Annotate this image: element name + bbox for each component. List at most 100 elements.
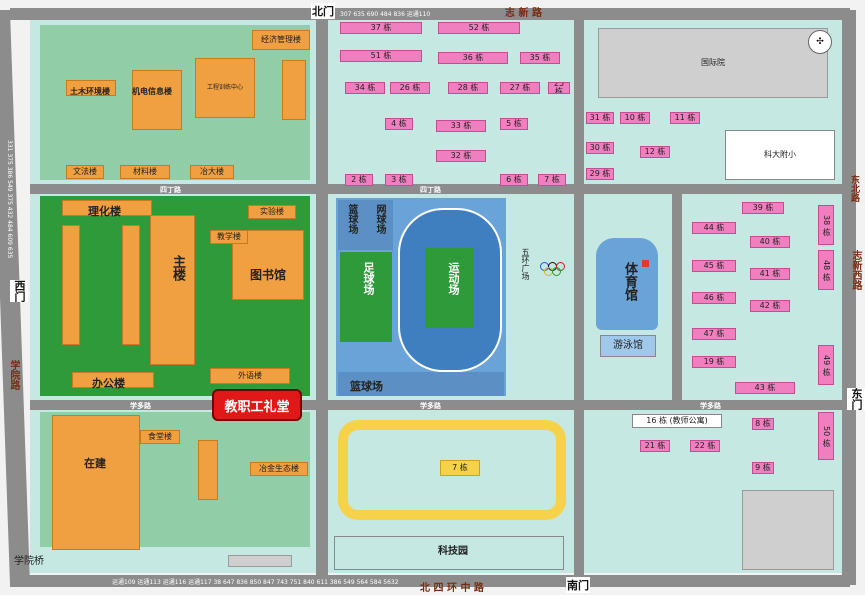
dorm-50: 50 栋 bbox=[818, 412, 834, 460]
zai-jian-area bbox=[52, 415, 140, 550]
dorm-37: 37 栋 bbox=[340, 22, 422, 34]
apartment-16: 16 栋 (教师公寓) bbox=[632, 414, 722, 428]
dorm-44: 44 栋 bbox=[692, 222, 736, 234]
road-label-xueduo-3: 学多路 bbox=[700, 402, 721, 410]
dorm-25: 25 栋 bbox=[548, 82, 570, 94]
dorm-7: 7 栋 bbox=[538, 174, 566, 186]
road-label-inner-1: 四丁路 bbox=[160, 186, 181, 194]
dorm-52: 52 栋 bbox=[438, 22, 520, 34]
dorm-34: 34 栋 bbox=[345, 82, 385, 94]
label-basketball-top: 篮球场 bbox=[346, 204, 357, 234]
dorm-26: 26 栋 bbox=[390, 82, 430, 94]
dorm-29: 29 栋 bbox=[586, 168, 614, 180]
gate-east: 东门 bbox=[847, 388, 865, 410]
sw-block bbox=[198, 440, 218, 500]
dorm-41: 41 栋 bbox=[750, 268, 790, 280]
waiyu-building: 外语楼 bbox=[210, 368, 290, 384]
dorm-north-building: 实验楼 bbox=[248, 205, 296, 219]
dorm-21: 21 栋 bbox=[640, 440, 670, 452]
label-football: 足球场 bbox=[362, 262, 375, 295]
dorm-5: 5 栋 bbox=[500, 118, 528, 130]
keda-school: 科大附小 bbox=[725, 130, 835, 180]
nw-tower bbox=[282, 60, 306, 120]
dorm-38: 38 栋 bbox=[818, 205, 834, 245]
dorm-8: 8 栋 bbox=[752, 418, 774, 430]
track-field bbox=[425, 248, 473, 328]
south-center-block: 7 栋 bbox=[440, 460, 480, 476]
label-library: 图书馆 bbox=[250, 268, 287, 282]
label-basketball-bottom: 篮球场 bbox=[350, 380, 383, 393]
dorm-49: 49 栋 bbox=[818, 345, 834, 385]
bus-text-west: 331 375 386 549 375 432 484 609 635 bbox=[6, 140, 13, 259]
keji-yuan bbox=[334, 536, 564, 570]
dorm-45: 45 栋 bbox=[692, 260, 736, 272]
dorm-28: 28 栋 bbox=[448, 82, 488, 94]
dorm-9: 9 栋 bbox=[752, 462, 774, 474]
yiyao-building: 材料楼 bbox=[120, 165, 170, 179]
label-gym: 体育馆 bbox=[622, 262, 637, 301]
label-xueyuan-bridge: 学院桥 bbox=[14, 556, 44, 567]
wenfa-building: 文法楼 bbox=[66, 165, 104, 179]
se-grey-building bbox=[742, 490, 834, 570]
road-inner-h2 bbox=[30, 400, 842, 410]
road-label-zhixin: 志 新 路 bbox=[505, 8, 542, 19]
label-net-court: 网球场 bbox=[374, 204, 385, 234]
dorm-39: 39 栋 bbox=[742, 202, 784, 214]
jingguan-building: 经济管理楼 bbox=[252, 30, 310, 50]
compass-icon: ✣ bbox=[808, 30, 832, 54]
dorm-43: 43 栋 bbox=[735, 382, 795, 394]
sw-grey-building bbox=[228, 555, 292, 567]
dorm-30: 30 栋 bbox=[586, 142, 614, 154]
bus-text-north: 307 635 690 484 836 运通110 bbox=[340, 11, 431, 18]
canteen-building: 食堂楼 bbox=[140, 430, 180, 444]
dorm-47: 47 栋 bbox=[692, 328, 736, 340]
gate-north: 北门 bbox=[311, 3, 335, 19]
basketball-court-top bbox=[338, 200, 393, 250]
road-label-zhixin-west: 志新西路 bbox=[850, 250, 861, 290]
dorm-31: 31 栋 bbox=[586, 112, 614, 124]
office-building bbox=[72, 372, 154, 388]
jixin-building bbox=[132, 70, 182, 130]
main-building bbox=[150, 215, 195, 365]
south-dorm-ring bbox=[338, 420, 566, 520]
road-label-xueyuan: 学院路 bbox=[8, 360, 19, 390]
gongke-building: 工程训练中心 bbox=[195, 58, 255, 118]
dorm-32: 32 栋 bbox=[436, 150, 486, 162]
dorm-36: 36 栋 bbox=[438, 52, 508, 64]
dorm-35: 35 栋 bbox=[520, 52, 560, 64]
label-office: 办公楼 bbox=[92, 377, 125, 390]
dorm-40: 40 栋 bbox=[750, 236, 790, 248]
dorm-42: 42 栋 bbox=[750, 300, 790, 312]
dorm-48: 48 栋 bbox=[818, 250, 834, 290]
guoyu-building: 国际院 bbox=[598, 28, 828, 98]
label-tongji: 土木环境楼 bbox=[70, 87, 110, 96]
football-field bbox=[340, 252, 392, 342]
road-label-beisihuan: 北 四 环 中 路 bbox=[420, 583, 484, 594]
dorm-27: 27 栋 bbox=[500, 82, 540, 94]
teaching-building: 教学楼 bbox=[210, 230, 248, 244]
yeda-building: 冶大楼 bbox=[190, 165, 234, 179]
road-north bbox=[10, 8, 850, 20]
west-building-2 bbox=[122, 225, 140, 345]
label-keji-yuan: 科技园 bbox=[438, 546, 468, 557]
dorm-33: 33 栋 bbox=[436, 120, 486, 132]
bus-text-south: 运通109 运通113 运通116 运通117 38 647 836 850 8… bbox=[112, 579, 399, 586]
chem-building: 冶金生态楼 bbox=[250, 462, 308, 476]
gym-marker-icon bbox=[642, 260, 649, 267]
dorm-46: 46 栋 bbox=[692, 292, 736, 304]
basketball-court-bottom bbox=[338, 372, 504, 396]
road-label-xueduo-1: 学多路 bbox=[130, 402, 151, 410]
road-label-xueduo-2: 学多路 bbox=[420, 402, 441, 410]
road-east bbox=[842, 10, 856, 585]
dorm-12: 12 栋 bbox=[640, 146, 670, 158]
road-inner-v3 bbox=[672, 194, 682, 400]
label-track: 运动场 bbox=[447, 262, 460, 295]
gate-west: 西门 bbox=[10, 280, 28, 302]
pool-building: 游泳馆 bbox=[600, 335, 656, 357]
label-five-ring: 五环广场 bbox=[521, 248, 530, 280]
road-label-east: 东北路 bbox=[849, 175, 859, 202]
tongji-building bbox=[66, 80, 116, 96]
road-inner-v1 bbox=[316, 20, 328, 575]
dorm-10: 10 栋 bbox=[620, 112, 650, 124]
olympic-rings-icon bbox=[540, 262, 566, 276]
